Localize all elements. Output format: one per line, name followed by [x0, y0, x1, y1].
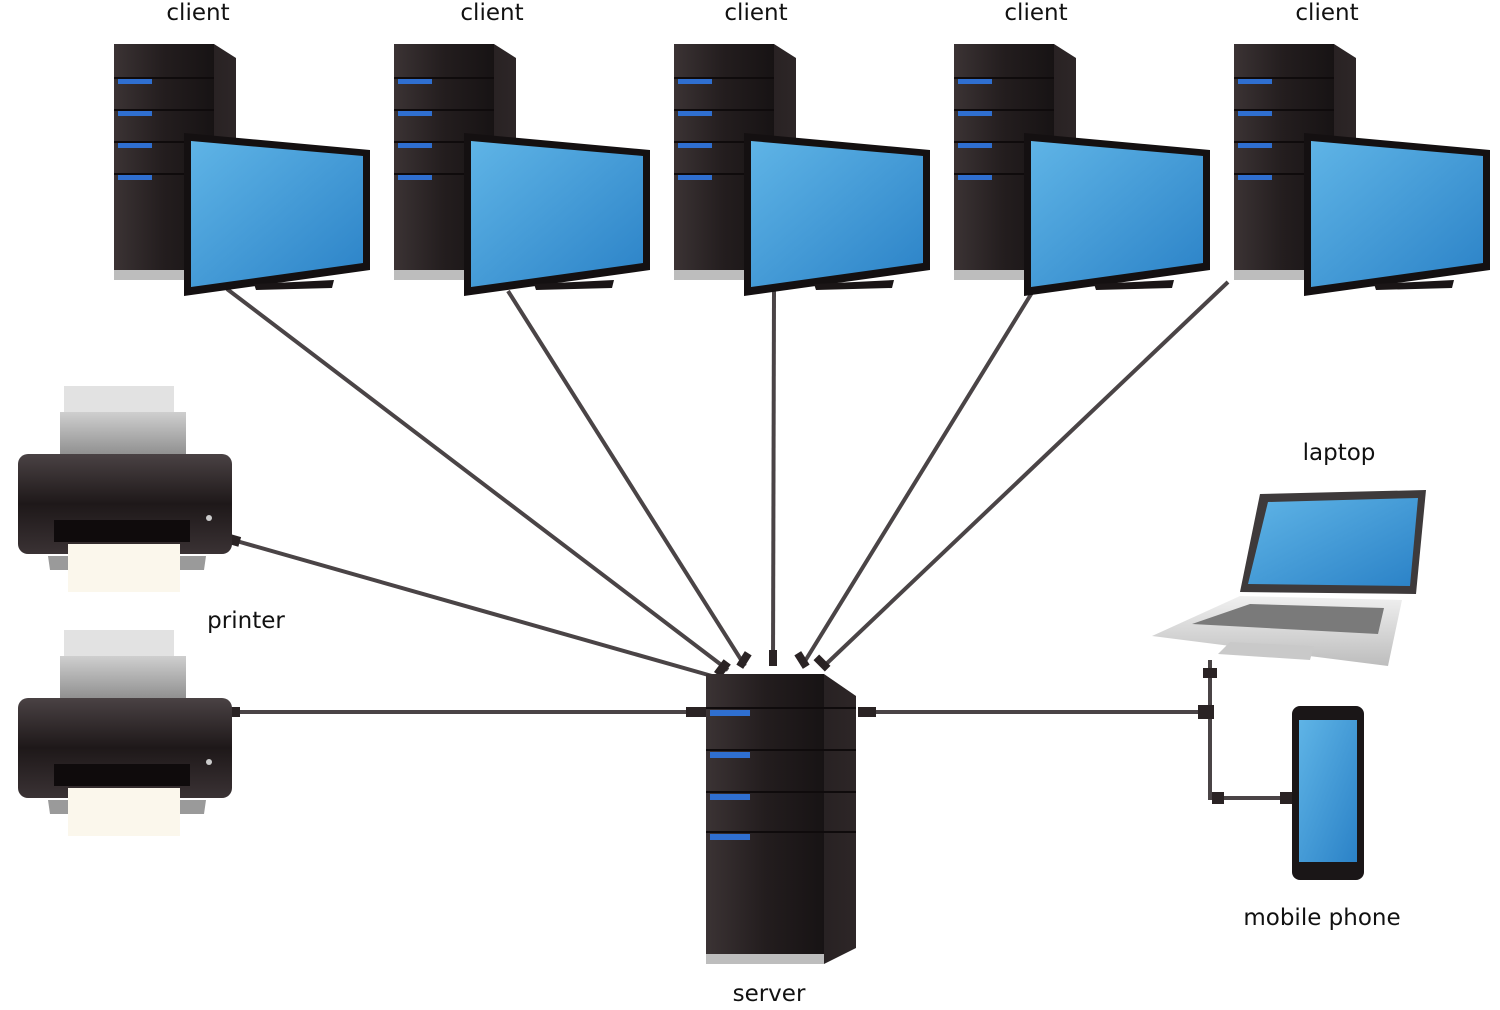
plug	[794, 651, 810, 669]
laptop-icon	[1152, 490, 1426, 666]
plug	[1212, 792, 1224, 804]
plug	[769, 650, 777, 666]
cables	[224, 280, 1296, 804]
printer-label: printer	[207, 608, 285, 634]
printer-2	[18, 630, 232, 836]
plug	[736, 651, 752, 669]
monitor-icon	[464, 133, 650, 296]
server-tower-icon	[706, 674, 856, 964]
server-label: server	[732, 981, 806, 1007]
plug	[713, 659, 731, 678]
client-label-5: client	[1295, 0, 1359, 26]
plug	[1203, 668, 1217, 678]
monitor-icon	[184, 133, 370, 296]
cable-client-4	[800, 289, 1035, 668]
client-2	[394, 44, 650, 296]
client-1	[114, 44, 370, 296]
laptop-label: laptop	[1302, 440, 1376, 466]
monitor-icon	[1304, 133, 1490, 296]
client-5	[1234, 44, 1490, 296]
client-label-1: client	[166, 0, 230, 26]
printer-icon	[18, 386, 232, 592]
phone-icon	[1292, 706, 1364, 880]
client-label-2: client	[460, 0, 524, 26]
printer-icon	[18, 630, 232, 836]
cable-client-5	[820, 280, 1230, 670]
client-3	[674, 44, 930, 296]
client-label-4: client	[1004, 0, 1068, 26]
monitor-icon	[1024, 133, 1210, 296]
monitor-icon	[744, 133, 930, 296]
plug	[813, 654, 831, 672]
cable-printer-1	[232, 538, 713, 678]
plug	[1280, 792, 1294, 804]
client-label-3: client	[724, 0, 788, 26]
laptop	[1152, 490, 1426, 666]
cable-client-2	[506, 289, 747, 668]
plug	[858, 707, 876, 717]
plug	[686, 707, 706, 717]
printer-1	[18, 386, 232, 592]
client-4	[954, 44, 1210, 296]
mobile-phone-label: mobile phone	[1243, 905, 1401, 931]
server	[706, 674, 856, 964]
mobile-phone	[1292, 706, 1364, 880]
plug	[1198, 705, 1214, 719]
cable-client-3	[771, 290, 776, 665]
cable-client-1	[225, 287, 730, 672]
